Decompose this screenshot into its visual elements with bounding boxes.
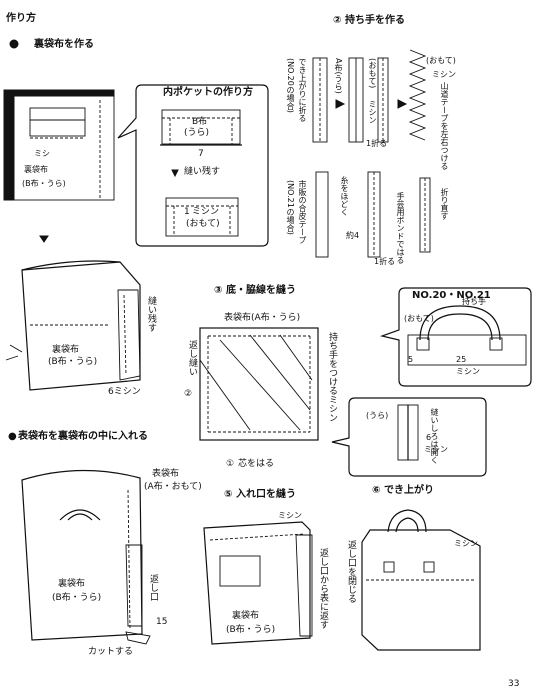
fold1-label: 1折る (366, 139, 388, 148)
section2-title: 持ち手を作る (345, 15, 405, 26)
fold1b-label: 1折る (374, 257, 396, 266)
panel2-back-fabric: 裏袋布 (52, 345, 80, 355)
section3-circle1: ① (226, 459, 235, 469)
sewing2-label: ミシン (432, 70, 456, 79)
front-vertical: (おもて) (368, 58, 377, 89)
seam-sewing: ミシン (424, 445, 448, 454)
approx4-label: 約4 (346, 231, 360, 240)
no-callout-five: 5 (408, 355, 414, 364)
handle-attach-vertical: 持ち手をつけるミシン (327, 332, 337, 422)
panel1-label3: (B布・うら) (22, 179, 66, 188)
panel3-return-port: 返し口 (148, 574, 158, 601)
pocket-one: 1 (184, 207, 190, 217)
handle-strips-illustration (312, 49, 431, 258)
seam-callout-back: (うら) (366, 411, 389, 420)
pocket-seven: 7 (198, 149, 204, 159)
no-callout-handle: 持ち手 (462, 297, 486, 306)
panel2-back-side: (B布・うら) (48, 357, 98, 367)
no20-21-callout-bubble (379, 287, 532, 387)
section1-title: 裏袋布を作る (34, 39, 94, 50)
panel3-front-fabric: 表袋布 (152, 469, 180, 479)
pocket-front: (おもて) (186, 219, 220, 229)
note-no20: (NO.20の場合) (286, 58, 295, 113)
front-fabric-label: 表袋布(A布・うら) (224, 313, 301, 323)
pocket-b-fabric: B布 (192, 117, 208, 127)
finished-bag-illustration (361, 509, 481, 651)
pocket-callout-title: 内ポケットの作り方 (163, 87, 253, 98)
header-top-left: 作り方 (6, 13, 36, 24)
section4-title: 入れ口を縫う (236, 489, 296, 500)
section1-bullet-a: ● (8, 431, 17, 442)
pocket-b-side: (うら) (184, 128, 210, 138)
front-inside-back-illustration (21, 469, 151, 645)
section2-num: ② (333, 15, 342, 26)
panel1-label2: 裏袋布 (24, 165, 48, 174)
section3-num: ③ (214, 285, 223, 296)
panel3-cut: カットする (88, 647, 134, 657)
section5-note: 返し口を閉じる (346, 540, 356, 603)
panel3-front-side: (A布・おもて) (144, 482, 202, 492)
pocket-sew-leave: 縫い残す (184, 167, 221, 177)
handle-bond-note: 手芸用ボンドではる (396, 192, 405, 264)
section5-sewing: ミシン (454, 539, 478, 548)
down-arrow-icon (39, 235, 49, 243)
pocket-callout-bubble (117, 84, 269, 247)
bottom-side-seam-illustration (199, 327, 319, 441)
panel2-sew-leave: 縫い残す (146, 296, 156, 332)
seam-six: 6 (426, 433, 432, 442)
section4-num: ⑤ (224, 489, 233, 500)
seam-allowance-callout-bubble (331, 397, 487, 477)
section4-back-fabric: 裏袋布 (232, 611, 260, 621)
section4-sewing: ミシン (278, 511, 302, 520)
note-no21: (NO.21の場合) (286, 180, 295, 235)
panel3-back-side: (B布・うら) (52, 593, 102, 603)
section5-title: でき上がり (384, 485, 434, 496)
section3-title: 底・脇線を縫う (226, 285, 296, 296)
panel3-back-fabric: 裏袋布 (58, 579, 86, 589)
front2-label: (おもて) (426, 56, 456, 65)
leather-tape-note: 市販の合皮テープ (298, 180, 307, 244)
no-callout-sewing: ミシン (456, 367, 480, 376)
panel2-six-sew: 6ミシン (108, 387, 141, 397)
pocket-sewing: ミシン (192, 207, 220, 217)
untwist-label: 糸をほどく (340, 176, 349, 216)
fold-up-note: でき上がりに折る (298, 58, 307, 122)
back-bag-inside-out-illustration (5, 260, 141, 391)
panel3-fifteen: 15 (156, 617, 168, 627)
panel1-label1: ミシ (34, 149, 50, 158)
apply-core-label: 芯をはる (238, 459, 275, 469)
return-sew-vertical: 返し縫い (187, 340, 197, 376)
back-bag-panel-illustration (3, 89, 115, 201)
section4-back-side: (B布・うら) (226, 625, 276, 635)
section5-num: ⑥ (372, 485, 381, 496)
a-fabric-label: A布(うら) (334, 58, 343, 94)
section2-insert-title: 表袋布を裏袋布の中に入れる (18, 431, 148, 442)
section1-bullet-icon (9, 39, 19, 49)
no-callout-front: (おもて) (404, 314, 434, 323)
mouth-stitching-illustration (203, 521, 313, 645)
refold-label: 折り直す (440, 188, 449, 220)
tape-note: 山道テープを左右つける (440, 82, 449, 170)
section3-two: ② (184, 389, 193, 399)
page-number: 33 (508, 679, 520, 689)
no-callout-25: 25 (456, 355, 467, 364)
seam-open-note: 縫いしろは開く (430, 408, 439, 464)
section4-note: 返し口から表に返す (318, 548, 328, 629)
sewing-vertical: ミシン (368, 100, 377, 124)
no-callout-title: NO.20・NO.21 (412, 290, 491, 301)
